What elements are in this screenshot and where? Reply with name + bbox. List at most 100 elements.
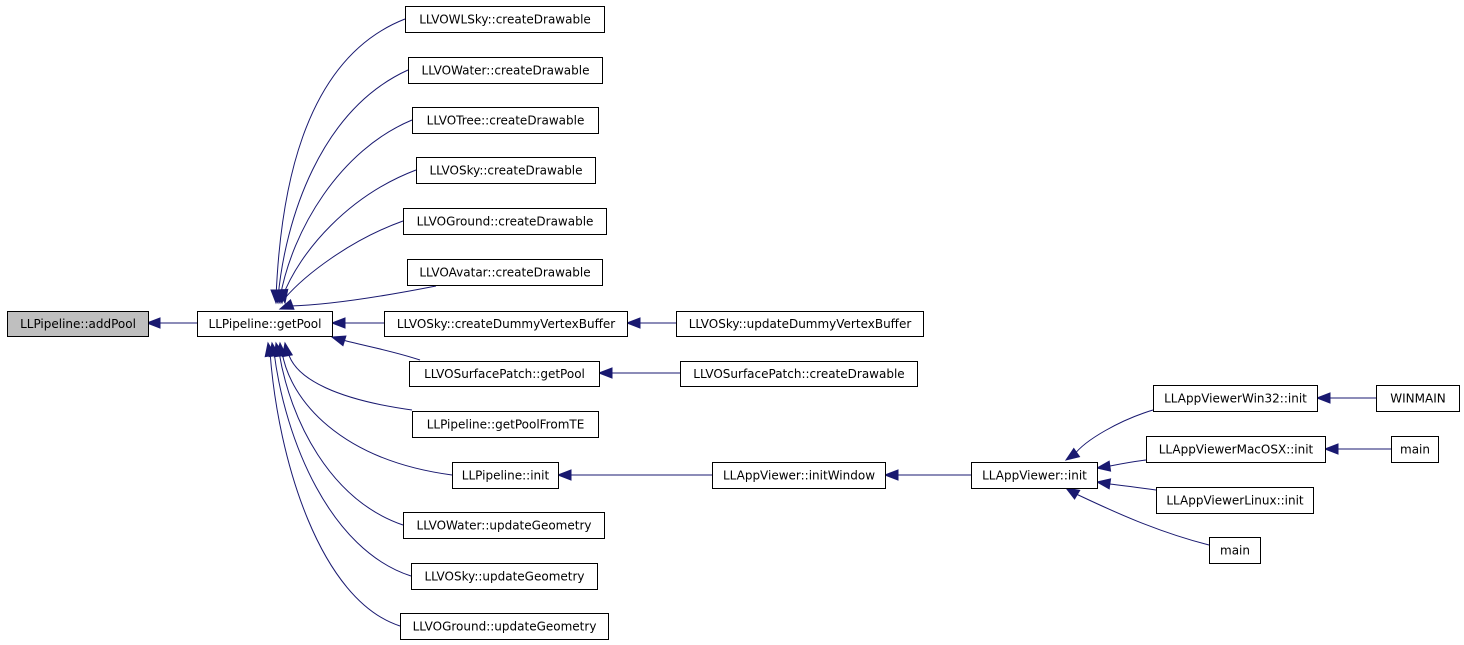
node-ground[interactable]: LLVOGround::createDrawable	[403, 208, 607, 235]
edge-line	[289, 285, 437, 307]
arrowhead-icon	[278, 299, 295, 310]
node-label: WINMAIN	[1390, 392, 1445, 406]
arrowhead-icon	[597, 367, 613, 379]
node-label: LLVOWater::createDrawable	[422, 64, 590, 78]
node-box	[197, 311, 333, 337]
edge-linux-init	[1095, 478, 1157, 491]
node-label: LLVOGround::updateGeometry	[413, 620, 597, 634]
node-box	[1391, 436, 1439, 463]
node-avatar[interactable]: LLVOAvatar::createDrawable	[407, 259, 603, 286]
arrowhead-icon	[1315, 392, 1331, 404]
node-linux-init[interactable]: LLAppViewerLinux::init	[1156, 487, 1314, 514]
arrowhead-icon	[264, 341, 276, 358]
node-get-pool[interactable]: LLPipeline::getPool	[197, 311, 333, 337]
node-box	[1376, 385, 1460, 412]
edge-win32-init	[1064, 409, 1154, 461]
node-label: LLVOSky::createDummyVertexBuffer	[397, 317, 615, 331]
arrowhead-icon	[1095, 460, 1112, 472]
node-label: main	[1400, 443, 1430, 457]
node-label: LLVOSky::createDrawable	[429, 164, 582, 178]
edge-avatar	[278, 285, 437, 310]
node-water-geom[interactable]: LLVOWater::updateGeometry	[403, 512, 605, 539]
arrowhead-icon	[145, 317, 161, 329]
edge-tree	[273, 119, 413, 305]
node-label: LLAppViewerWin32::init	[1164, 392, 1307, 406]
node-mac-main[interactable]: main	[1391, 436, 1439, 463]
node-get-pool-t-e[interactable]: LLPipeline::getPoolFromTE	[412, 411, 599, 438]
node-tree[interactable]: LLVOTree::createDrawable	[412, 107, 599, 134]
edge-sky-dummy	[330, 317, 384, 329]
edge-line	[279, 119, 413, 299]
node-box	[384, 311, 628, 337]
edge-mac-main	[1323, 443, 1391, 455]
node-box	[412, 107, 599, 134]
node-box	[452, 462, 559, 489]
node-mac-init[interactable]: LLAppViewerMacOSX::init	[1146, 436, 1326, 463]
edge-app-init	[883, 469, 971, 481]
node-label: main	[1220, 544, 1250, 558]
node-label: LLVOSky::updateDummyVertexBuffer	[689, 317, 912, 331]
node-label: LLVOSurfacePatch::createDrawable	[693, 367, 904, 381]
arrowhead-icon	[330, 335, 347, 347]
edge-line	[281, 169, 417, 299]
node-app-init[interactable]: LLAppViewer::init	[971, 462, 1098, 489]
arrowhead-icon	[1323, 443, 1339, 455]
arrowhead-icon	[1064, 487, 1081, 500]
edge-line	[342, 339, 421, 361]
node-main[interactable]: main	[1209, 537, 1261, 564]
edge-get-pool	[145, 317, 197, 329]
node-label: LLVOSky::updateGeometry	[424, 570, 584, 584]
arrowhead-icon	[277, 288, 289, 305]
node-box	[680, 361, 918, 387]
edge-surf-create	[597, 367, 680, 379]
node-label: LLAppViewer::initWindow	[723, 469, 875, 483]
node-box	[1146, 436, 1326, 463]
edge-winmain	[1315, 392, 1376, 404]
node-label: LLAppViewerLinux::init	[1166, 494, 1304, 508]
node-box	[400, 613, 609, 640]
node-box	[712, 462, 886, 489]
node-sky-geom[interactable]: LLVOSky::updateGeometry	[411, 563, 598, 590]
edge-surf-get-pool	[330, 335, 421, 361]
arrowhead-icon	[883, 469, 899, 481]
node-sky-dummy[interactable]: LLVOSky::createDummyVertexBuffer	[384, 311, 628, 337]
node-box	[409, 361, 600, 387]
arrowhead-icon	[1064, 447, 1081, 461]
node-init-window[interactable]: LLAppViewer::initWindow	[712, 462, 886, 489]
node-owl-sky[interactable]: LLVOWLSky::createDrawable	[405, 6, 605, 33]
node-ground-geom[interactable]: LLVOGround::updateGeometry	[400, 613, 609, 640]
node-box	[971, 462, 1098, 489]
node-sky-upd-dummy[interactable]: LLVOSky::updateDummyVertexBuffer	[676, 311, 924, 337]
edge-sky-upd-dummy	[625, 317, 676, 329]
node-label: LLVOWater::updateGeometry	[417, 519, 592, 533]
node-box	[407, 259, 603, 286]
edge-main	[1064, 487, 1210, 546]
node-label: LLVOWLSky::createDrawable	[419, 13, 591, 27]
arrowhead-icon	[330, 317, 346, 329]
node-box	[676, 311, 924, 337]
node-winmain[interactable]: WINMAIN	[1376, 385, 1460, 412]
node-box	[416, 157, 596, 184]
node-add-pool[interactable]: LLPipeline::addPool	[7, 311, 149, 337]
arrowhead-icon	[625, 317, 641, 329]
node-label: LLVOGround::createDrawable	[417, 215, 594, 229]
node-win32-init[interactable]: LLAppViewerWin32::init	[1153, 385, 1318, 412]
edge-line	[269, 351, 401, 627]
edge-line	[277, 69, 409, 299]
edge-mac-init	[1095, 459, 1147, 472]
node-sky[interactable]: LLVOSky::createDrawable	[416, 157, 596, 184]
edge-line	[273, 351, 412, 577]
node-surf-get-pool[interactable]: LLVOSurfacePatch::getPool	[409, 361, 600, 387]
node-label: LLPipeline::init	[462, 469, 550, 483]
node-box	[1156, 487, 1314, 514]
edge-get-pool-t-e	[281, 341, 413, 411]
node-box	[412, 411, 599, 438]
node-box	[405, 6, 605, 33]
node-pipe-init[interactable]: LLPipeline::init	[452, 462, 559, 489]
arrowhead-icon	[556, 469, 572, 481]
edge-water	[271, 69, 409, 305]
node-surf-create[interactable]: LLVOSurfacePatch::createDrawable	[680, 361, 918, 387]
node-water[interactable]: LLVOWater::createDrawable	[408, 57, 603, 84]
